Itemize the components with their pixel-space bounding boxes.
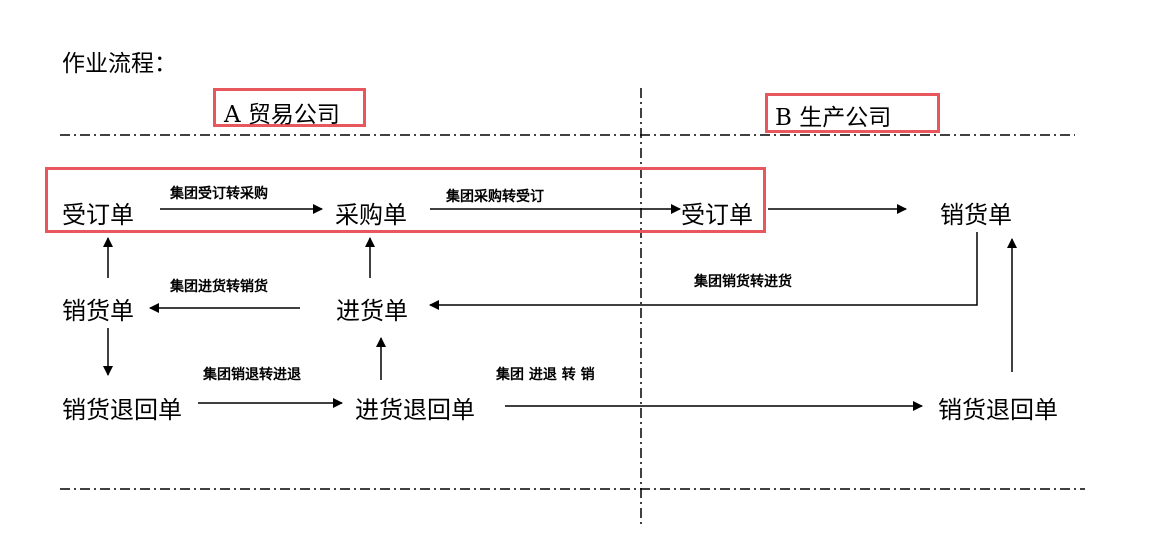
node-a-purchase: 采购单 (335, 201, 407, 229)
label-salesreturn-to-stockreturn: 集团销退转进退 (203, 367, 301, 383)
arrow-bsales-to-stockin (429, 232, 978, 310)
company-b-highlight-box (765, 93, 940, 133)
company-b-label: B 生产公司 (775, 105, 892, 131)
node-a-sales: 销货单 (62, 297, 134, 325)
label-purchase-to-order: 集团采购转受订 (446, 189, 544, 205)
label-stockreturn-to-salesreturn: 集团 进退 转 销 (496, 367, 595, 383)
label-sales-to-stockin: 集团销货转进货 (694, 274, 792, 290)
node-a-stock-in: 进货单 (336, 297, 408, 325)
order-flow-highlight-box (45, 167, 766, 233)
node-a-stock-return: 进货退回单 (355, 396, 475, 424)
page-title: 作业流程： (62, 51, 177, 77)
company-a-highlight-box (213, 88, 366, 127)
node-b-order: 受订单 (681, 201, 753, 229)
company-a-label: A 贸易公司 (224, 102, 340, 128)
label-order-to-purchase: 集团受订转采购 (170, 186, 268, 202)
node-a-order: 受订单 (62, 201, 134, 229)
label-stockin-to-sales: 集团进货转销货 (170, 279, 268, 295)
node-b-sales: 销货单 (940, 201, 1012, 229)
node-b-sales-return: 销货退回单 (938, 396, 1058, 424)
node-a-sales-return: 销货退回单 (62, 396, 182, 424)
